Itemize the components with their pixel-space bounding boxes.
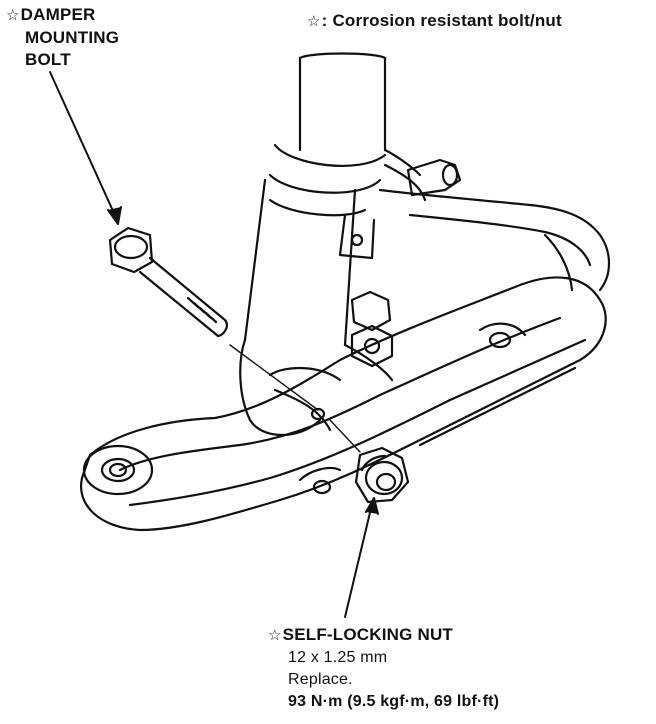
damper-body <box>239 52 462 437</box>
legend-note: ☆: Corrosion resistant bolt/nut <box>307 10 562 33</box>
nut-size: 12 x 1.25 mm <box>288 649 388 666</box>
star-icon: ☆ <box>268 627 282 644</box>
star-icon: ☆ <box>6 7 20 24</box>
lower-arm <box>79 188 611 532</box>
legend-text: : Corrosion resistant bolt/nut <box>321 11 562 30</box>
bolt-axis-line <box>229 344 361 453</box>
damper-label-line-1: ☆DAMPER <box>6 4 119 27</box>
nut-replace-note: Replace. <box>288 671 353 688</box>
damper-mounting-bolt-label: ☆DAMPER MOUNTING BOLT <box>6 4 119 71</box>
self-locking-nut <box>354 446 410 504</box>
nut-torque-spec: 93 N·m (9.5 kgf·m, 69 lbf·ft) <box>288 693 500 710</box>
nut-leader-arrow <box>344 497 379 618</box>
damper-mounting-bolt <box>108 226 228 338</box>
damper-label-text-1: DAMPER <box>20 5 96 24</box>
damper-bolt-leader-arrow <box>49 71 122 225</box>
star-icon: ☆ <box>307 13 321 30</box>
damper-label-line-2: MOUNTING <box>25 28 120 47</box>
nut-label-title-line: ☆SELF-LOCKING NUT <box>268 624 499 647</box>
damper-label-line-3: BOLT <box>25 50 71 69</box>
nut-label-title: SELF-LOCKING NUT <box>282 625 454 644</box>
self-locking-nut-label: ☆SELF-LOCKING NUT 12 x 1.25 mm Replace. … <box>268 624 499 713</box>
